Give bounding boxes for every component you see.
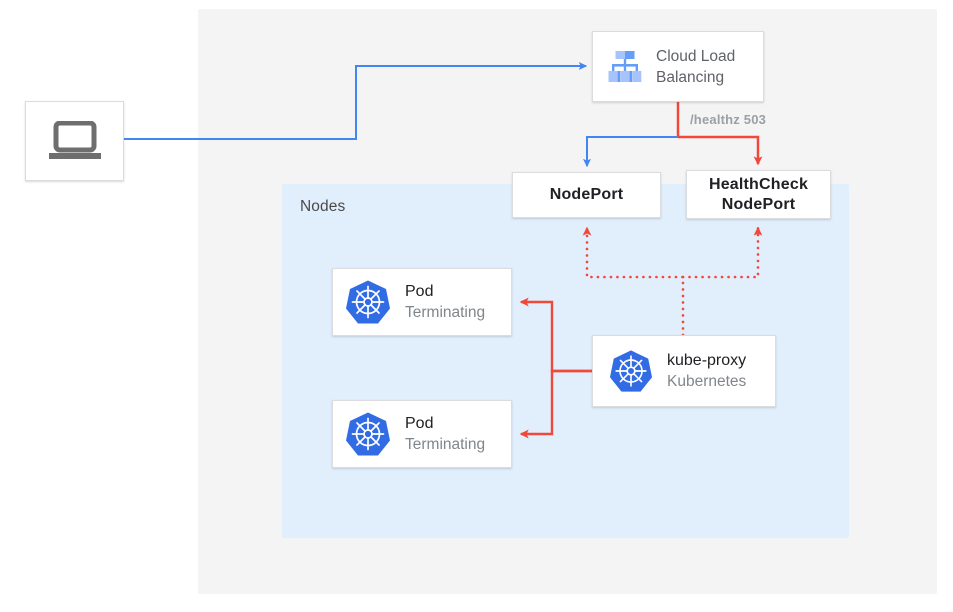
pod-title: Pod (405, 283, 434, 300)
client-laptop-card[interactable] (25, 101, 124, 181)
pod-card-top[interactable]: Pod Terminating (332, 268, 512, 336)
wire-kubeproxy-to-nodeports (582, 226, 685, 337)
nodeport-card[interactable]: NodePort (512, 172, 661, 218)
kubernetes-icon (346, 412, 390, 456)
wire-lb-to-healthcheck (678, 135, 763, 166)
pod-card-bottom[interactable]: Pod Terminating (332, 400, 512, 468)
cloud-lb-line2: Balancing (656, 68, 725, 86)
pod-status: Terminating (405, 436, 486, 453)
pod-text-top: Pod Terminating (405, 281, 485, 323)
kube-proxy-card[interactable]: kube-proxy Kubernetes (592, 335, 776, 407)
healthcheck-nodeport-card[interactable]: HealthCheck NodePort (686, 170, 831, 219)
wire-kubeproxy-to-pod-bottom (519, 369, 592, 439)
kube-proxy-subtitle: Kubernetes (667, 373, 747, 390)
healthz-label: /healthz 503 (690, 112, 767, 127)
wire-kubeproxy-to-pod-top (519, 297, 592, 373)
cloud-lb-line1: Cloud Load (656, 47, 736, 65)
kubernetes-icon (346, 280, 390, 324)
wire-lb-to-nodeport (583, 136, 678, 168)
cloud-load-balancing-card[interactable]: Cloud Load Balancing (592, 31, 764, 102)
cloud-load-balancing-label: Cloud Load Balancing (656, 46, 735, 88)
healthcheck-line2: NodePort (721, 195, 796, 213)
pod-title: Pod (405, 415, 434, 432)
pod-status: Terminating (405, 304, 486, 321)
healthcheck-nodeport-label: HealthCheck NodePort (709, 175, 808, 215)
pod-text-bottom: Pod Terminating (405, 413, 485, 455)
kubernetes-icon (609, 350, 653, 392)
nodeport-label: NodePort (549, 186, 624, 203)
healthcheck-line1: HealthCheck (708, 175, 809, 193)
wire-client-to-lb (124, 62, 588, 140)
wire-kubeproxy-to-healthcheck (681, 226, 763, 279)
kube-proxy-text: kube-proxy Kubernetes (667, 350, 746, 392)
cloud-load-balancing-icon (608, 51, 642, 82)
laptop-icon (48, 121, 101, 159)
nodes-region-label: Nodes (300, 198, 346, 215)
kube-proxy-title: kube-proxy (667, 352, 747, 369)
